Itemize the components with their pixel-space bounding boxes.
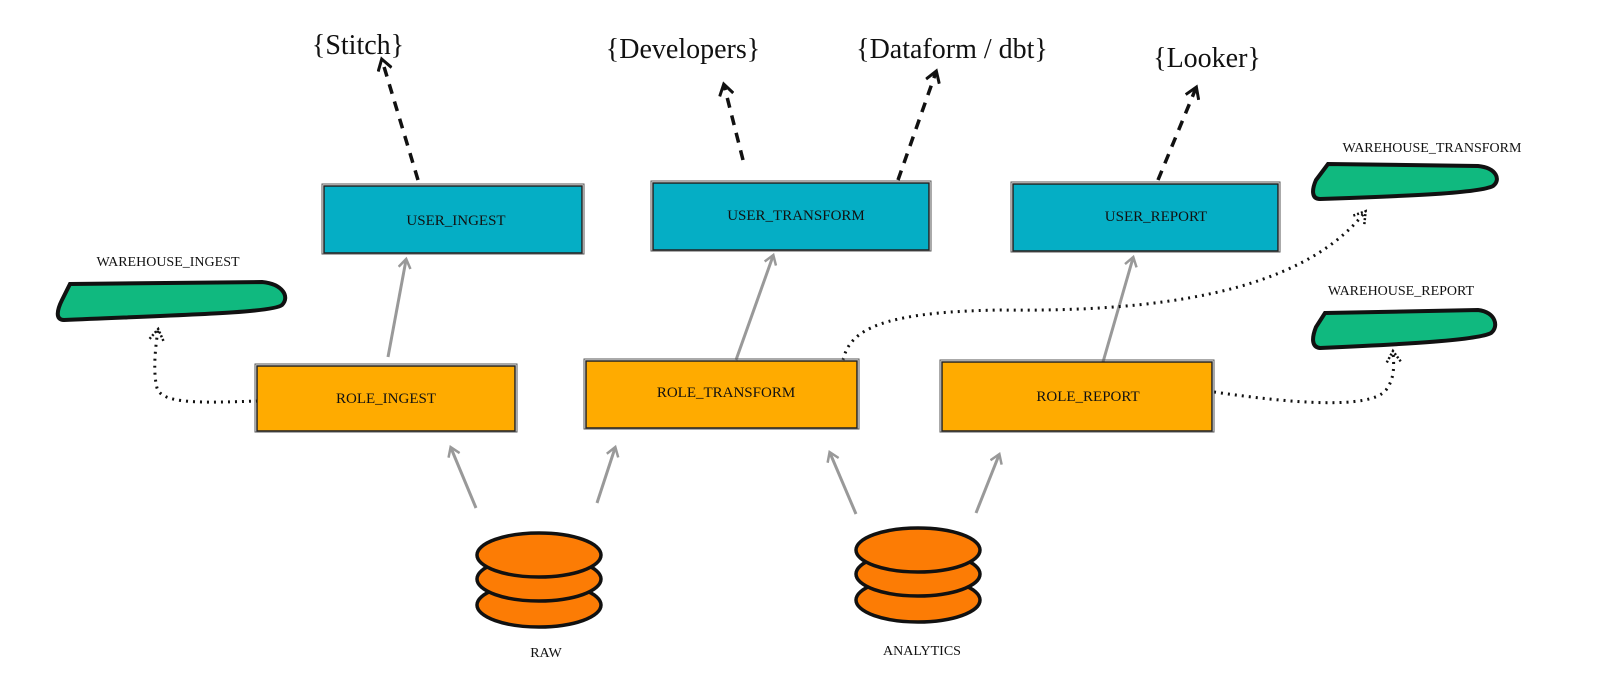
arrow-user-transform-to-dataform	[896, 72, 936, 181]
warehouse-transform-label: WAREHOUSE_TRANSFORM	[1343, 141, 1522, 156]
warehouse-ingest-shape	[55, 279, 288, 323]
user-report-box: USER_REPORT	[1010, 181, 1281, 253]
role-ingest-box: ROLE_INGEST	[254, 363, 518, 433]
arrow-analytics-to-role-transform	[830, 453, 858, 515]
warehouse-ingest: WAREHOUSE_INGEST	[55, 255, 288, 323]
arrow-raw-to-role-transform	[595, 448, 615, 504]
role-ingest-label: ROLE_INGEST	[336, 391, 436, 407]
arrow-role-report-to-user-report	[1101, 258, 1133, 363]
user-ingest-label: USER_INGEST	[406, 213, 505, 229]
warehouse-report: WAREHOUSE_REPORT	[1311, 284, 1498, 351]
warehouse-transform-shape	[1311, 161, 1499, 202]
role-transform-box: ROLE_TRANSFORM	[583, 358, 860, 430]
user-ingest-box: USER_INGEST	[321, 183, 585, 255]
database-raw: RAW	[475, 531, 603, 661]
database-raw-label: RAW	[530, 646, 562, 661]
user-report-label: USER_REPORT	[1105, 209, 1207, 225]
warehouse-ingest-label: WAREHOUSE_INGEST	[96, 255, 240, 270]
role-transform-label: ROLE_TRANSFORM	[657, 385, 795, 401]
role-report-label: ROLE_REPORT	[1036, 389, 1139, 405]
arrow-role-ingest-to-user-ingest	[386, 260, 406, 358]
user-transform-box: USER_TRANSFORM	[650, 180, 932, 252]
consumer-looker: {Looker}	[1153, 43, 1261, 74]
arrow-user-report-to-looker	[1156, 88, 1196, 181]
role-report-box: ROLE_REPORT	[939, 359, 1215, 433]
arrow-role-transform-to-user-transform	[734, 256, 773, 361]
database-analytics-label: ANALYTICS	[883, 644, 961, 659]
arrow-role-report-to-warehouse-report	[1213, 352, 1394, 405]
consumer-developers: {Developers}	[606, 34, 760, 65]
arrow-role-ingest-to-warehouse-ingest	[155, 330, 259, 404]
database-analytics: ANALYTICS	[854, 526, 982, 659]
consumer-dataform-dbt: {Dataform / dbt}	[856, 34, 1048, 65]
arrow-analytics-to-role-report	[974, 455, 999, 514]
warehouse-report-label: WAREHOUSE_REPORT	[1328, 284, 1475, 299]
arrow-user-transform-to-developers	[724, 85, 745, 161]
warehouse-report-shape	[1311, 307, 1498, 351]
user-transform-label: USER_TRANSFORM	[727, 208, 865, 224]
arrow-user-ingest-to-stitch	[382, 60, 420, 181]
arrow-raw-to-role-ingest	[451, 448, 478, 509]
warehouse-transform: WAREHOUSE_TRANSFORM	[1311, 141, 1522, 202]
consumer-stitch: {Stitch}	[312, 30, 404, 61]
